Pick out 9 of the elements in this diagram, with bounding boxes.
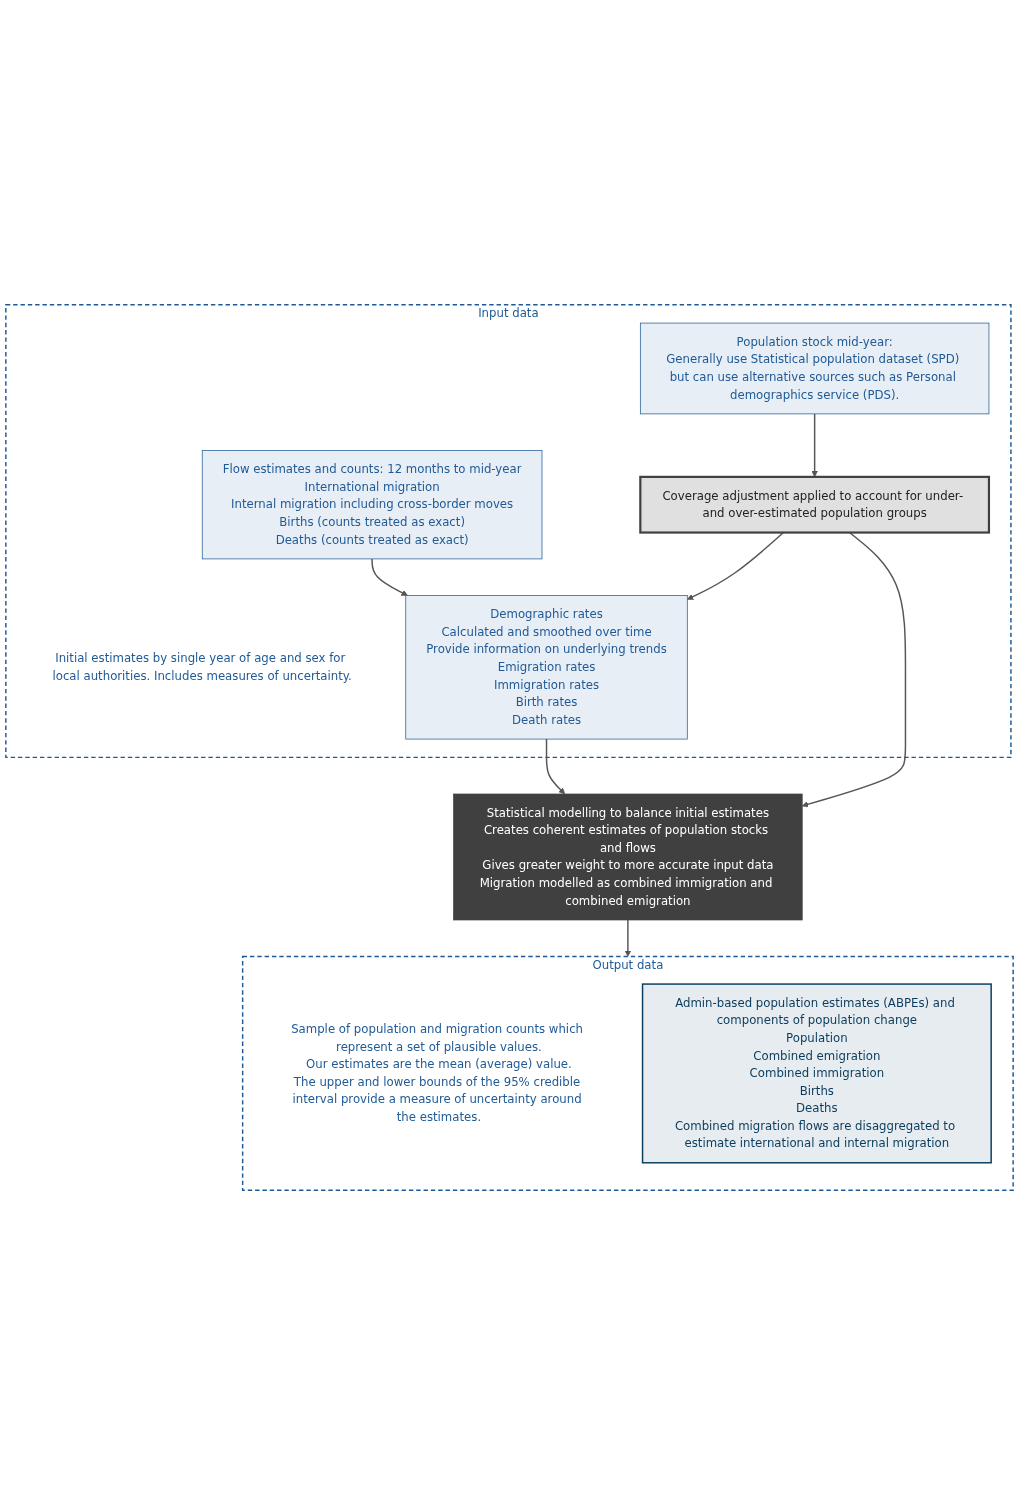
node-box: Demographic rates Calculated and smoothed over time Provide information on underlying trends Emigration rates Immigration rates Birth rates Death rates: [405, 595, 688, 740]
node-box: Coverage adjustment applied to account for under- and over-estimated population groups: [639, 475, 991, 534]
node-box: Admin-based population estimates (ABPEs) and components of population change Population Combined emigration Combined immigration Births Deaths Combined migration flows are disaggregated to estimate international and internal migration: [641, 983, 992, 1164]
arrow: [545, 738, 566, 795]
arrow: [624, 919, 632, 957]
arrow: [371, 558, 408, 596]
node-box: Statistical modelling to balance initial estimates Creates coherent estimates of population stocks and flows Gives greater weight to more accurate input data Migration modelled as combined immigration and combined emigration: [453, 793, 803, 921]
node-box: Population stock mid-year: Generally use Statistical population dataset (SPD) but can use alternative sources such as Personal demographics service (PDS).: [639, 322, 990, 415]
node-box: Flow estimates and counts: 12 months to mid-year International migration Internal migration including cross-border moves Births (counts treated as exact) Deaths (counts treated as exact): [201, 450, 543, 560]
